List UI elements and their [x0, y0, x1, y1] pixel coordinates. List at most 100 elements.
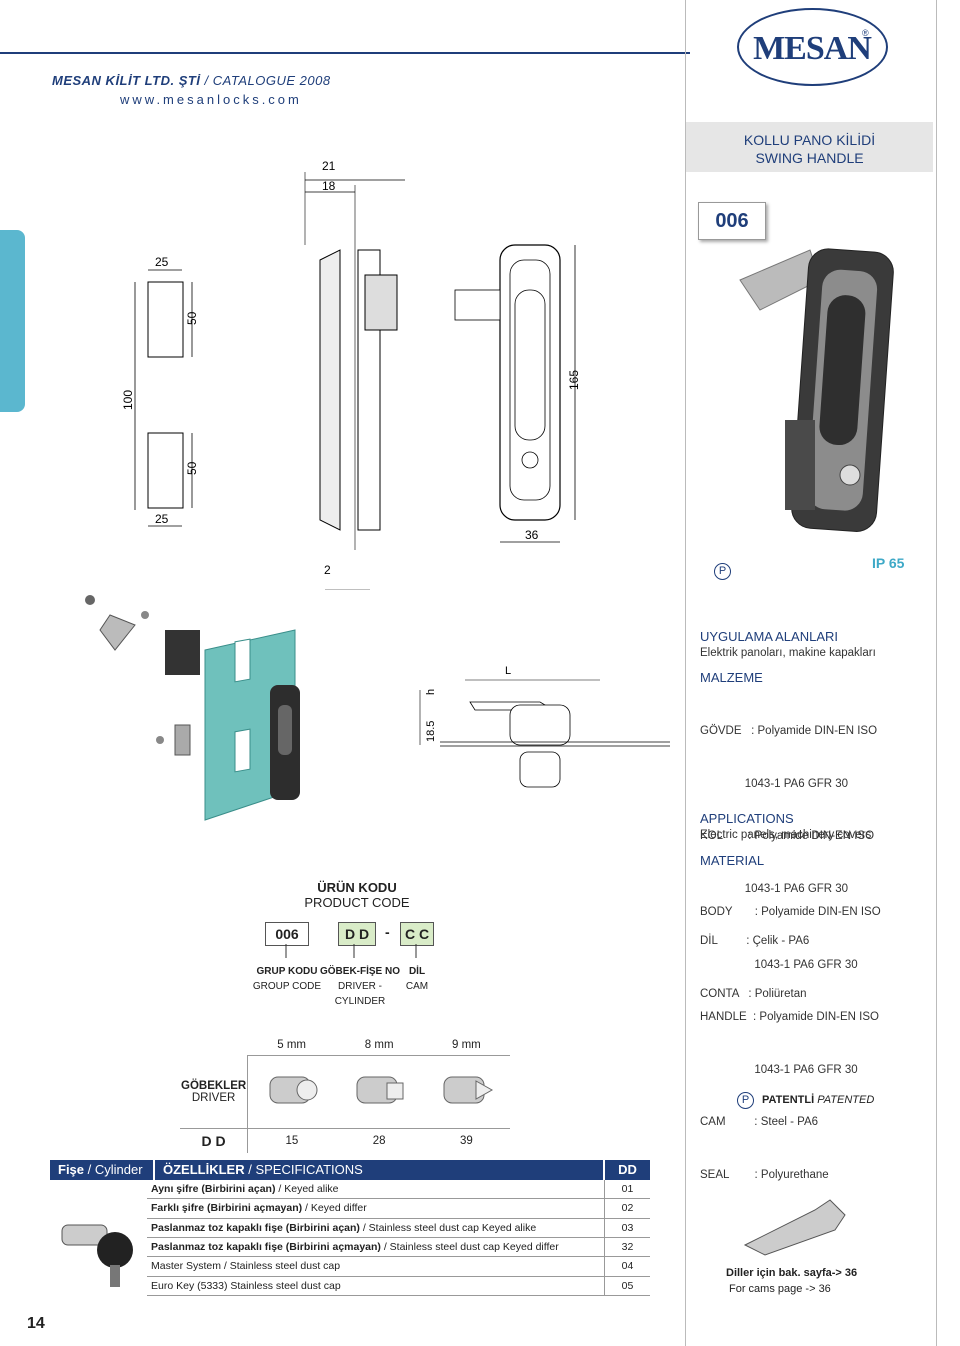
dim-21: 21 [322, 159, 336, 173]
cams-ref-tr[interactable]: Diller için bak. sayfa-> 36 [726, 1267, 858, 1279]
spec-text-en: / Stainless steel dust cap Keyed differ [380, 1241, 559, 1254]
cam-code-label: DİL CAM [402, 964, 432, 994]
group-code-tr: GRUP KODU [256, 966, 318, 977]
section-tab [0, 230, 25, 412]
spec-code: 02 [604, 1198, 650, 1219]
spec-text-tr: Aynı şifre (Birbirini açan) [151, 1183, 276, 1196]
driver-size: 5 mm [247, 1035, 336, 1056]
exploded-view [85, 595, 300, 821]
driver-code: 15 [247, 1127, 336, 1153]
dim-L: L [505, 665, 511, 677]
app-title-en: APPLICATIONS [700, 811, 794, 826]
driver-code-label: GÖBEK-FİŞE NO DRIVER - CYLINDER [320, 964, 400, 1009]
specifications-table: Aynı şifre (Birbirini açan) / Keyed alik… [147, 1180, 650, 1297]
cylinder-image [50, 1180, 147, 1296]
material-row: GÖVDE : Polyamide DIN-EN ISO [700, 725, 878, 737]
material-row: CONTA : Poliüretan [700, 987, 807, 1000]
driver-code-label-dd: D D [180, 1127, 249, 1153]
spec-text-tr: Farklı şifre (Birbirini açmayan) [151, 1202, 303, 1215]
spec-text: Aynı şifre (Birbirini açan) / Keyed alik… [147, 1180, 605, 1200]
material-row: KOL : Polyamide DIN-EN ISO [700, 830, 875, 842]
dim-h: h [425, 689, 437, 695]
product-code-title-en: PRODUCT CODE [304, 895, 410, 910]
company-name: MESAN KİLİT LTD. ŞTİ [52, 73, 201, 88]
cylinder-icon [61, 1224, 133, 1287]
driver-code-en1: DRIVER - [338, 981, 382, 992]
dim-25-top: 25 [155, 255, 169, 269]
driver-label: GÖBEKLER DRIVER [180, 1055, 249, 1128]
spec-text-en: / Keyed alike [275, 1183, 339, 1196]
spec-body: Aynı şifre (Birbirini açan) / Keyed alik… [50, 1180, 650, 1297]
material-list-tr: GÖVDE : Polyamide DIN-EN ISO 1043-1 PA6 … [700, 688, 877, 1021]
spec-text: Paslanmaz toz kapaklı fişe (Birbirini aç… [147, 1237, 605, 1258]
patent-label: PATENTLİ PATENTED [762, 1094, 874, 1106]
code-cam-box: C C [400, 922, 434, 946]
dim-36: 36 [525, 528, 539, 542]
spec-code: 03 [604, 1218, 650, 1238]
patent-tr: PATENTLİ [762, 1094, 815, 1106]
app-text-en: Electric panels, machinery covers [700, 829, 872, 841]
catalogue-title: CATALOGUE 2008 [212, 73, 331, 88]
code-dash: - [385, 924, 390, 940]
product-code-title-tr: ÜRÜN KODU [317, 880, 397, 895]
material-row: HANDLE : Polyamide DIN-EN ISO [700, 1011, 879, 1023]
driver-8mm-icon [356, 1076, 404, 1104]
spec-head-cyl-en: / Cylinder [87, 1162, 143, 1177]
dim-165: 165 [567, 370, 581, 390]
spec-head-dd: DD [618, 1162, 637, 1177]
dim-50-top: 50 [185, 311, 199, 325]
dim-50-bottom: 50 [185, 461, 199, 475]
driver-code: 39 [422, 1127, 510, 1153]
group-code-en: GROUP CODE [252, 981, 322, 992]
app-text-tr: Elektrik panoları, makine kapakları [700, 647, 876, 659]
spec-text: Master System / Stainless steel dust cap [147, 1256, 605, 1277]
spec-code: 05 [604, 1276, 650, 1297]
code-driver-box: D D [338, 922, 376, 946]
spec-head-spec: ÖZELLİKLER / SPECIFICATIONS [155, 1160, 605, 1180]
spec-row: Aynı şifre (Birbirini açan) / Keyed alik… [147, 1180, 650, 1200]
spec-text-en: / Keyed differ [302, 1202, 367, 1215]
material-row: CAM : Steel - PA6 [700, 1116, 819, 1128]
spec-text: Farklı şifre (Birbirini açmayan) / Keyed… [147, 1198, 605, 1219]
section-drawing: h 18.5 L [419, 665, 670, 788]
spec-row: Euro Key (5333) Stainless steel dust cap… [147, 1276, 650, 1297]
product-number: 006 [698, 202, 766, 240]
dim-18: 18 [322, 179, 336, 193]
app-title-tr: UYGULAMA ALANLARI [700, 629, 838, 644]
drivers-table: 5 mm 8 mm 9 mm GÖBEKLER DRIVER D D 15 28… [180, 1035, 510, 1153]
spec-text: Euro Key (5333) Stainless steel dust cap [147, 1276, 605, 1297]
material-row: 1043-1 PA6 GFR 30 [700, 958, 858, 971]
cam-image [743, 1199, 846, 1256]
dim-100: 100 [121, 390, 135, 410]
page-number: 14 [27, 1315, 45, 1332]
specifications-section: Fişe / Cylinder ÖZELLİKLER / SPECIFICATI… [50, 1160, 650, 1297]
spec-row: Paslanmaz toz kapaklı fişe (Birbirini aç… [147, 1218, 650, 1238]
logo-text: MESAN [753, 30, 872, 67]
product-title-en: SWING HANDLE [755, 150, 864, 166]
material-row: 1043-1 PA6 GFR 30 [700, 882, 849, 895]
material-title-en: MATERIAL [700, 853, 765, 868]
spec-text-tr: Paslanmaz toz kapaklı fişe (Birbirini aç… [151, 1241, 381, 1254]
mesan-logo [737, 8, 888, 86]
website-link[interactable]: www.mesanlocks.com [120, 92, 302, 107]
spec-row: Master System / Stainless steel dust cap… [147, 1256, 650, 1277]
spec-head-spec-tr: ÖZELLİKLER [163, 1162, 245, 1177]
spec-text-en: Euro Key (5333) Stainless steel dust cap [151, 1279, 341, 1292]
driver-image [248, 1056, 336, 1129]
cam-code-tr: DİL [408, 966, 426, 977]
driver-code-tr: GÖBEK-FİŞE NO [320, 966, 401, 977]
technical-drawing: 21 18 25 50 100 50 25 2 165 36 [121, 159, 581, 590]
driver-size: 8 mm [335, 1035, 423, 1056]
title-box [686, 122, 933, 172]
spec-text-en: Master System / Stainless steel dust cap [151, 1260, 341, 1273]
spec-code: 01 [604, 1180, 650, 1200]
driver-code: 28 [335, 1127, 423, 1153]
material-row: DİL : Çelik - PA6 [700, 935, 810, 947]
spec-head-cylinder: Fişe / Cylinder [50, 1160, 155, 1180]
driver-9mm-icon [443, 1076, 494, 1104]
cams-ref-en[interactable]: For cams page -> 36 [729, 1283, 831, 1295]
dim-18-5: 18.5 [425, 721, 437, 742]
group-code-label: GRUP KODU GROUP CODE [252, 964, 322, 994]
driver-size: 9 mm [422, 1035, 510, 1056]
dim-2: 2 [324, 563, 331, 577]
